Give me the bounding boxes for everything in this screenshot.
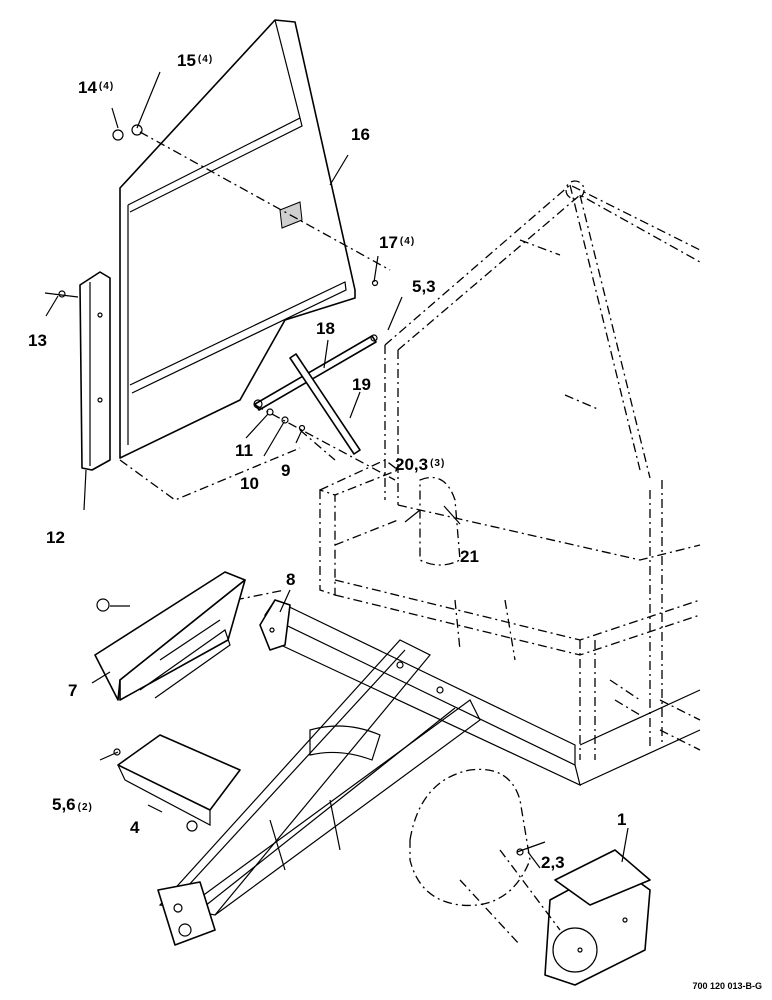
callout-12: 12 xyxy=(46,528,65,547)
callout-8: 8 xyxy=(286,570,295,589)
callout-13: 13 xyxy=(28,331,47,350)
callout-5-3: 5,3 xyxy=(412,277,436,296)
callout-19: 19 xyxy=(352,375,371,394)
callout-14: 14(4) xyxy=(78,78,114,97)
front-left-shield xyxy=(94,571,246,701)
callout-20-3: 20,3(3) xyxy=(395,455,445,474)
callout-4: 4 xyxy=(130,818,140,837)
side-shield-panel xyxy=(119,19,356,459)
alignment-lines xyxy=(119,131,396,601)
callout-5-6: 5,6(2) xyxy=(52,795,93,814)
mount-bracket xyxy=(259,599,291,651)
callout-11: 11 xyxy=(235,441,253,460)
bale-chamber-frame xyxy=(319,180,701,760)
callout-9: 9 xyxy=(281,461,290,480)
drawing-code: 700 120 013-B-G xyxy=(692,981,762,991)
support-rods xyxy=(253,334,378,455)
leader-lines xyxy=(45,71,629,869)
callout-18: 18 xyxy=(316,319,335,338)
cross-beam xyxy=(264,599,701,787)
callout-21: 21 xyxy=(460,547,479,566)
tray-shield xyxy=(113,734,241,832)
round-shield xyxy=(544,849,651,986)
gearbox xyxy=(409,768,561,946)
callout-15: 15(4) xyxy=(177,51,213,70)
callout-17: 17(4) xyxy=(379,233,415,252)
callout-1: 1 xyxy=(617,810,626,829)
callout-2-3: 2,3 xyxy=(541,853,565,872)
callout-10: 10 xyxy=(240,474,259,493)
callout-16: 16 xyxy=(351,125,370,144)
callout-labels: 1 2,3 4 5,6(2) 7 8 9 10 11 12 13 14(4) 1… xyxy=(28,51,626,872)
callout-7: 7 xyxy=(68,681,77,700)
side-strip xyxy=(44,271,111,471)
tongue-frame xyxy=(157,639,481,946)
